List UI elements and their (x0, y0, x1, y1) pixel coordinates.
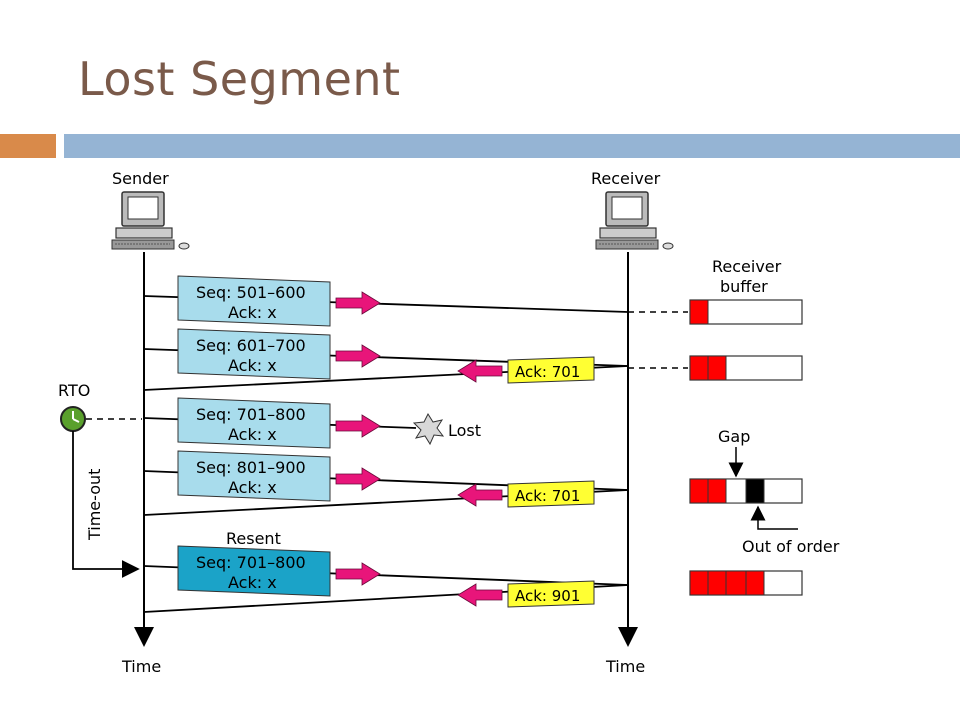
resent-label: Resent (226, 529, 281, 548)
segment-ack: Ack: x (228, 478, 277, 497)
timeout-label: Time-out (85, 469, 104, 541)
receiver-time-label: Time (605, 657, 645, 676)
receiver-buffer-label-line2: buffer (720, 277, 768, 296)
sender-label: Sender (112, 169, 169, 188)
clock-icon (60, 406, 86, 432)
receiver-buffer (689, 299, 803, 325)
segment-ack: Ack: x (228, 573, 277, 592)
slide-title: Lost Segment (78, 52, 401, 106)
resent-segment-box: Seq: 701–800 Ack: x (177, 545, 331, 597)
segment-ack: Ack: x (228, 425, 277, 444)
segment-arrow (335, 562, 381, 586)
ack-arrow (457, 583, 503, 607)
segment-box: Seq: 501–600 Ack: x (177, 275, 331, 327)
title-accent-bar (0, 134, 56, 158)
receiver-buffer (689, 355, 803, 381)
ack-text: Ack: 701 (515, 487, 580, 505)
ack-box: Ack: 901 (507, 580, 595, 608)
ack-text: Ack: 901 (515, 587, 580, 605)
receiver-label: Receiver (591, 169, 661, 188)
gap-label: Gap (718, 427, 750, 446)
ack-arrow (457, 483, 503, 507)
receiver-buffer (689, 570, 803, 596)
title-underline-bar (64, 134, 960, 158)
segment-arrow (335, 344, 381, 368)
computer-icon (595, 191, 674, 250)
segment-ack: Ack: x (228, 356, 277, 375)
ack-arrow (457, 359, 503, 383)
out-of-order-arrow (750, 505, 798, 530)
receiver-buffer-label-line1: Receiver (712, 257, 782, 276)
segment-seq: Seq: 701–800 (196, 553, 306, 572)
segment-seq: Seq: 701–800 (196, 405, 306, 424)
ack-box: Ack: 701 (507, 356, 595, 384)
computer-icon (111, 191, 190, 250)
receiver-buffer (689, 478, 803, 504)
segment-box: Seq: 601–700 Ack: x (177, 328, 331, 380)
segment-arrow (335, 414, 381, 438)
segment-box: Seq: 801–900 Ack: x (177, 450, 331, 502)
segment-seq: Seq: 501–600 (196, 283, 306, 302)
ack-box: Ack: 701 (507, 480, 595, 508)
timeout-arrow (72, 431, 140, 578)
rto-label: RTO (58, 381, 90, 400)
ack-text: Ack: 701 (515, 363, 580, 381)
segment-ack: Ack: x (228, 303, 277, 322)
segment-seq: Seq: 601–700 (196, 336, 306, 355)
segment-seq: Seq: 801–900 (196, 458, 306, 477)
segment-arrow (335, 291, 381, 315)
out-of-order-label: Out of order (742, 537, 840, 556)
star-burst-icon (412, 412, 445, 446)
segment-arrow (335, 467, 381, 491)
lost-label: Lost (448, 421, 481, 440)
segment-box: Seq: 701–800 Ack: x (177, 397, 331, 449)
sender-time-label: Time (121, 657, 161, 676)
